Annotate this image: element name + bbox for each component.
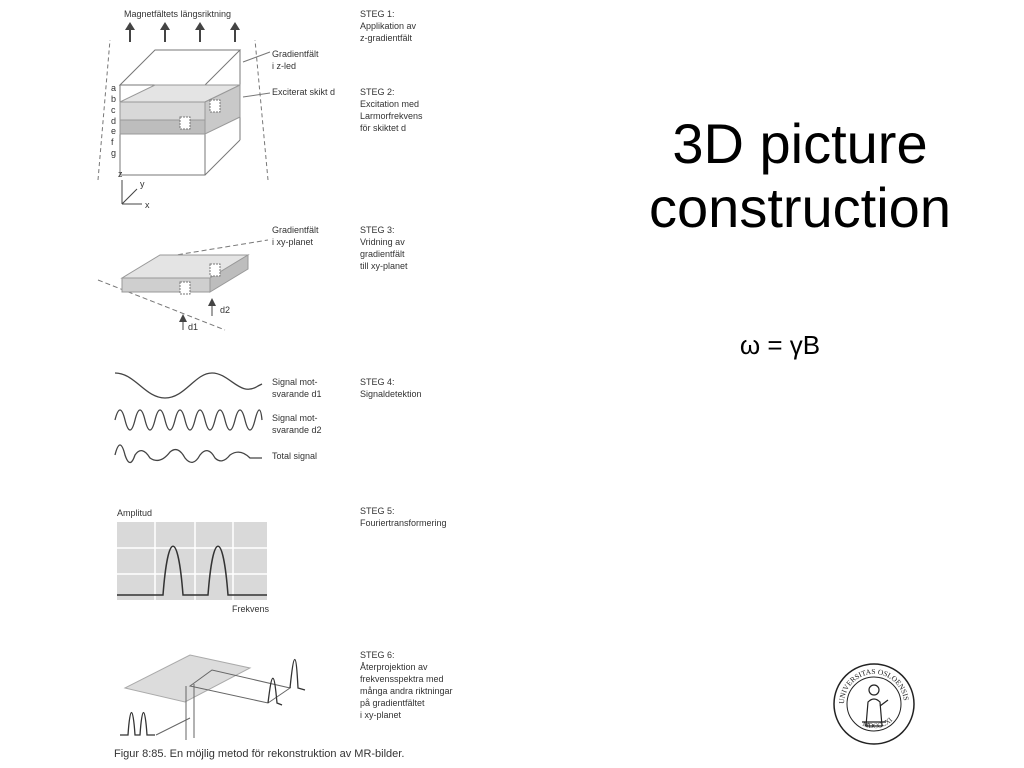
excited-slice [119, 84, 241, 135]
signal-d1-label-1: Signal mot- [272, 377, 318, 387]
svg-text:f: f [111, 137, 114, 147]
field-arrows [125, 22, 240, 42]
amplitude-label: Amplitud [117, 508, 152, 518]
step-1: STEG 1: Applikation av z-gradientfält [360, 9, 419, 43]
axis-y-label: y [140, 179, 145, 189]
signal-d1-wave [114, 372, 263, 399]
svg-text:e: e [111, 126, 116, 136]
field-direction-label: Magnetfältets längsriktning [124, 9, 231, 19]
seal-figure-icon [862, 684, 889, 727]
signal-d1-label-2: svarande d1 [272, 389, 322, 399]
d1-label: d1 [188, 322, 198, 332]
steps-column: STEG 1: Applikation av z-gradientfält ST… [360, 9, 455, 720]
back-projection [120, 654, 306, 740]
step-3: STEG 3: Vridning av gradientfält till xy… [360, 225, 408, 271]
svg-text:a: a [111, 83, 116, 93]
mri-reconstruction-figure: Magnetfältets längsriktning a b c d e f … [97, 9, 455, 760]
slice-letters: a b c d e f g [111, 83, 116, 158]
gradient-z-label-2: i z-led [272, 61, 296, 71]
larmor-formula: ω = γB [739, 330, 821, 360]
signal-d2-label-2: svarande d2 [272, 425, 322, 435]
gradient-z-label-1: Gradientfält [272, 49, 319, 59]
slide-title: 3D picture construction [620, 112, 980, 240]
university-seal-logo: UNIVERSITAS OSLOENSIS MDCCCXI [833, 663, 915, 745]
gradient-xy-label-2: i xy-planet [272, 237, 314, 247]
frequency-label: Frekvens [232, 604, 270, 614]
axis-z-label: z [118, 169, 123, 179]
svg-text:c: c [111, 105, 116, 115]
svg-text:g: g [111, 148, 116, 158]
title-line-1: 3D picture [672, 112, 928, 175]
step-6: STEG 6: Återprojektion av frekvensspektr… [360, 650, 455, 720]
step-2: STEG 2: Excitation med Larmorfrekvens fö… [360, 87, 425, 133]
svg-text:b: b [111, 94, 116, 104]
excited-slice-label: Exciterat skikt d [272, 87, 335, 97]
axes-icon [121, 180, 142, 205]
d2-label: d2 [220, 305, 230, 315]
xy-slab [97, 239, 269, 331]
step-5: STEG 5: Fouriertransformering [360, 506, 447, 528]
spectrum-grid [117, 522, 267, 600]
svg-text:d: d [111, 116, 116, 126]
total-signal-wave [114, 444, 262, 464]
total-signal-label: Total signal [272, 451, 317, 461]
figure-caption: Figur 8:85. En möjlig metod för rekonstr… [114, 748, 404, 760]
step-4: STEG 4: Signaldetektion [360, 377, 422, 399]
axis-x-label: x [145, 200, 150, 210]
gradient-xy-label-1: Gradientfält [272, 225, 319, 235]
signal-d2-label-1: Signal mot- [272, 413, 318, 423]
title-line-2: construction [649, 176, 951, 239]
signal-d2-wave [114, 409, 263, 431]
